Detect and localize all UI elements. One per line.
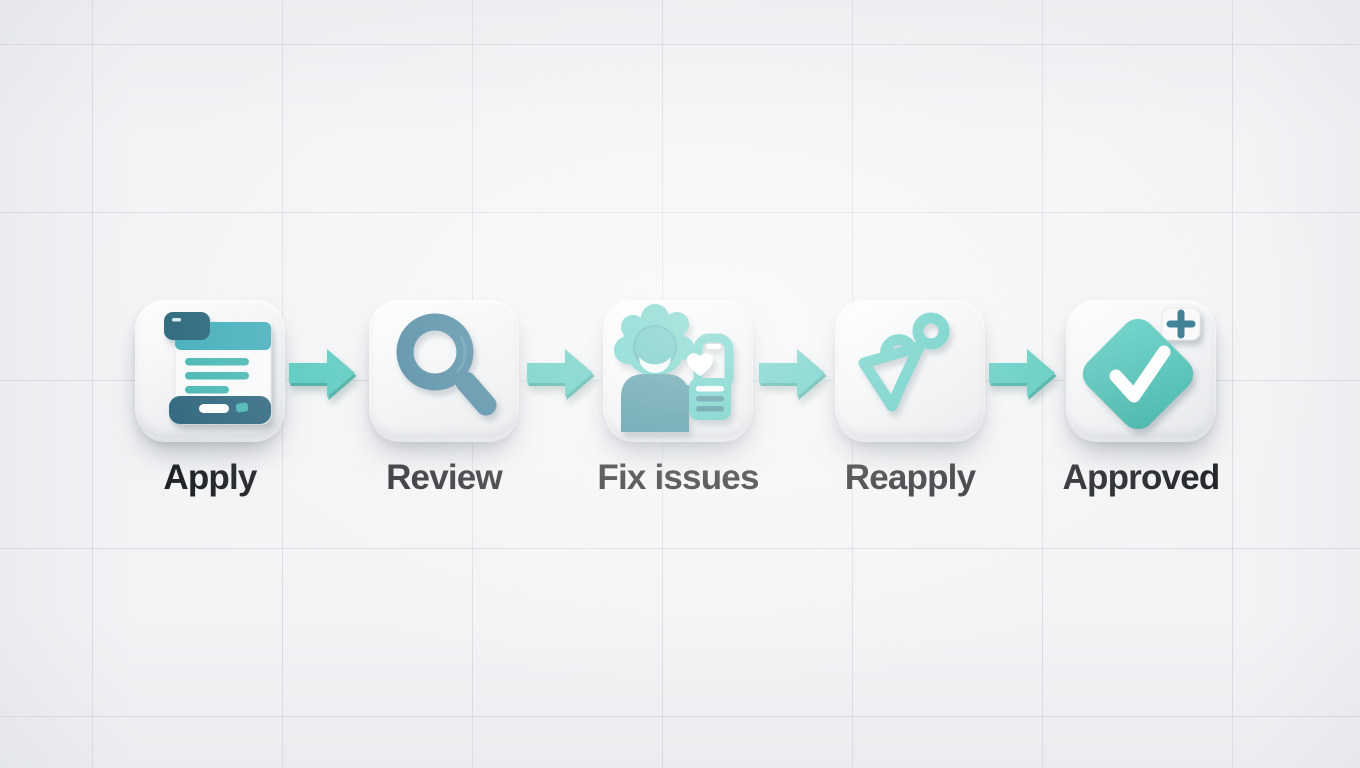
step-reapply-tile	[835, 300, 985, 438]
approved-check-badge-icon	[1082, 307, 1201, 430]
step-approved: Approved	[1063, 300, 1220, 497]
arrow-right-icon	[989, 344, 1057, 402]
step-apply-label: Apply	[163, 458, 257, 497]
arrow-right-icon	[289, 344, 357, 402]
step-approved-label: Approved	[1062, 458, 1221, 497]
step-fix-issues-label: Fix issues	[597, 458, 759, 497]
arrow-right-icon	[527, 344, 595, 402]
resubmit-plane-icon	[858, 312, 950, 412]
person-checklist-icon	[614, 304, 734, 432]
step-apply-tile	[135, 300, 285, 438]
arrow-right-icon	[759, 344, 827, 402]
step-approved-tile	[1066, 300, 1216, 438]
step-fix-issues-tile	[603, 300, 753, 438]
step-reapply: Reapply	[835, 300, 985, 497]
step-review-label: Review	[386, 458, 503, 497]
application-form-icon	[164, 312, 272, 425]
plus-badge-icon	[1161, 307, 1201, 341]
step-reapply-label: Reapply	[844, 458, 976, 497]
step-fix-issues: Fix issues	[597, 300, 759, 497]
step-apply: Apply	[135, 300, 285, 497]
magnifier-icon	[396, 313, 497, 416]
step-review-tile	[369, 300, 519, 438]
step-review: Review	[369, 300, 519, 497]
